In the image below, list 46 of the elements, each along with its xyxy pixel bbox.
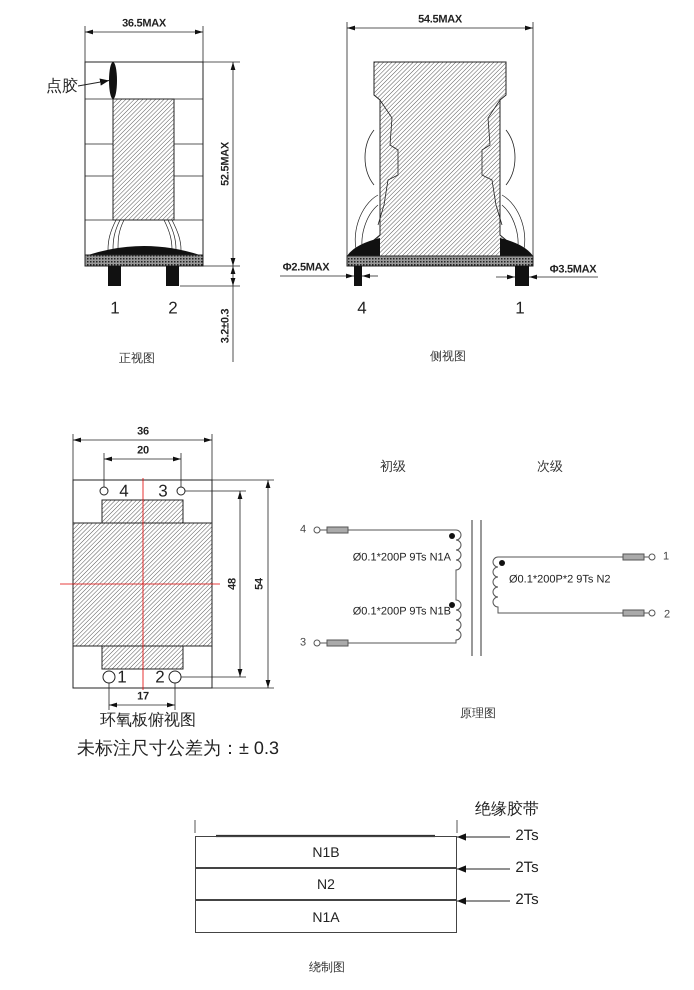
pin-number: 1 — [117, 668, 127, 686]
dimension-value: 36 — [137, 426, 149, 438]
section-heading: 初级 — [380, 460, 406, 472]
column-heading: 绝缘胶带 — [475, 802, 539, 818]
view-caption: 原理图 — [460, 707, 496, 719]
pin-number: 1 — [515, 300, 525, 316]
turns-label: 2Ts — [510, 858, 544, 876]
winding-layer-band: N2 — [195, 868, 457, 900]
winding-spec: Ø0.1*200P 9Ts N1B — [352, 606, 451, 618]
dimension-value: 54 — [254, 578, 266, 590]
turns-label: 2Ts — [510, 826, 544, 844]
arrow — [456, 897, 510, 905]
tolerance-note: 未标注尺寸公差为：± 0.3 — [77, 739, 279, 757]
terminal-number: 1 — [662, 552, 670, 562]
dimension-value: 20 — [137, 446, 149, 456]
arrow — [456, 833, 510, 841]
dimension-value: Φ3.5MAX — [550, 264, 596, 276]
turns-label: 2Ts — [510, 890, 544, 908]
view-caption: 侧视图 — [430, 350, 466, 362]
dimension-value: 48 — [228, 578, 238, 590]
dimension-value: 54.5MAX — [418, 14, 462, 26]
terminal-number: 4 — [300, 524, 306, 536]
view-caption: 正视图 — [119, 352, 155, 364]
leader-line — [78, 78, 110, 86]
dimension-value: 17 — [137, 692, 149, 702]
dimension-value: 52.5MAX — [220, 142, 232, 186]
pin-number: 4 — [357, 300, 367, 316]
winding-layer-band: N1B — [195, 836, 457, 868]
arrow — [456, 865, 510, 873]
pin-number: 4 — [119, 482, 129, 500]
section-heading: 次级 — [537, 460, 563, 472]
dimension-value: 36.5MAX — [122, 18, 166, 30]
terminal-number: 3 — [300, 638, 306, 648]
winding-spec: Ø0.1*200P 9Ts N1A — [352, 552, 451, 564]
pin-number: 2 — [155, 668, 165, 686]
callout-text: 点胶 — [46, 76, 78, 96]
dimension-value: 3.2±0.3 — [220, 308, 232, 344]
view-caption: 绕制图 — [309, 961, 345, 973]
dimension-value: Φ2.5MAX — [282, 262, 330, 274]
pin-number: 3 — [158, 482, 168, 500]
winding-spec: Ø0.1*200P*2 9Ts N2 — [509, 574, 611, 586]
winding-layer-band: N1A — [195, 900, 457, 933]
view-caption: 环氧板俯视图 — [100, 712, 196, 728]
pin-number: 1 — [110, 300, 120, 316]
pin-number: 2 — [168, 300, 178, 316]
terminal-number: 2 — [664, 610, 670, 620]
